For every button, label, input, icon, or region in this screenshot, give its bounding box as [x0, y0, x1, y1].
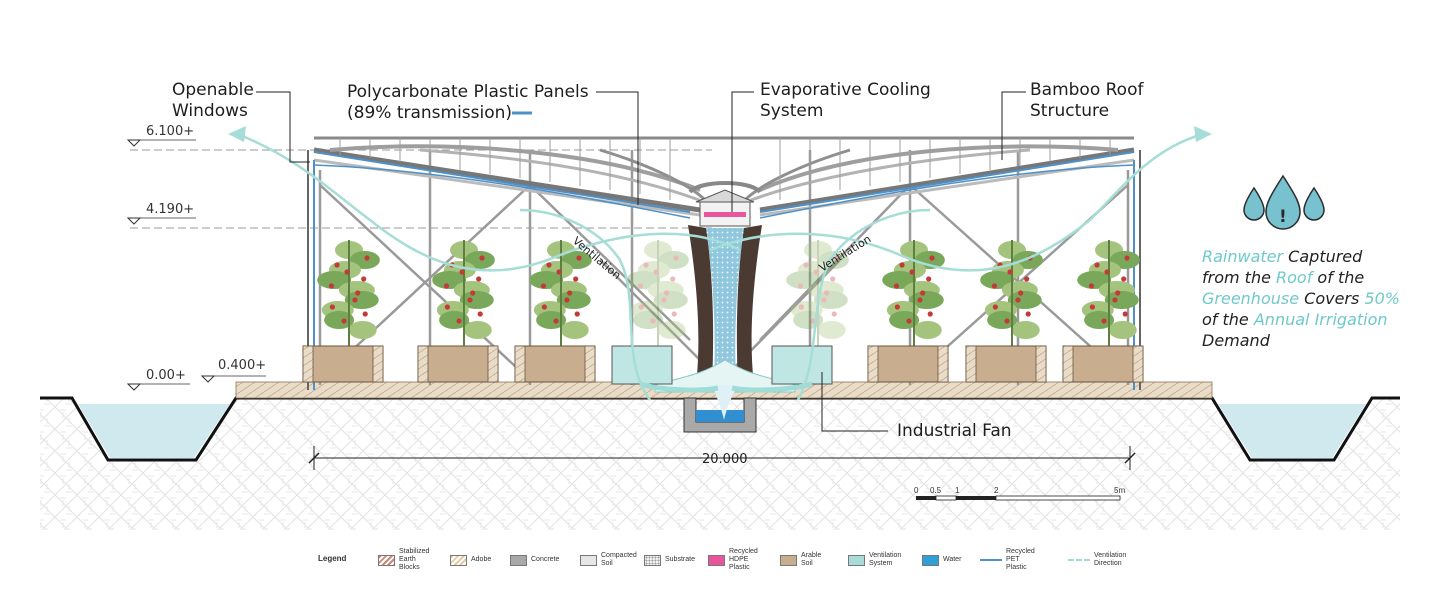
level-6100: 6.100+ [146, 124, 195, 139]
fan-pit [683, 397, 757, 433]
polycarbonate-panels-label: Polycarbonate Plastic Panels [347, 82, 589, 102]
legend-swatch [450, 554, 467, 566]
legend-swatch [1068, 559, 1090, 561]
planter-with-plant [965, 240, 1047, 383]
legend-swatch [510, 554, 527, 566]
pit-water [696, 410, 744, 422]
legend-label: Arable Soil [801, 552, 822, 567]
level-marker-4190 [126, 217, 142, 225]
legend-label: Ventilation System [869, 552, 902, 567]
legend-label: Compacted Soil [601, 552, 637, 567]
legend-swatch [980, 559, 1002, 561]
scale-bar [916, 495, 1121, 501]
legend-swatch [708, 554, 725, 566]
cooling-tower [654, 189, 796, 420]
left-vent-box [611, 345, 673, 385]
legend-item: Compacted Soil [580, 548, 637, 572]
legend-label: Concrete [531, 556, 560, 563]
legend-item: Ventilation System [848, 548, 901, 572]
raindrop-icons [1243, 174, 1325, 230]
scale-label-2: 2 [994, 486, 999, 495]
planters [302, 240, 1144, 383]
legend-item: Substrate [644, 548, 695, 572]
legend-swatch [644, 554, 661, 566]
scale-label-1: 1 [955, 486, 960, 495]
vent-arrow-left [228, 126, 246, 142]
legend-item: Water [922, 548, 961, 572]
right-vent-box [771, 345, 833, 385]
planter-with-plant [867, 240, 949, 383]
planter-with-plant [302, 240, 384, 383]
right-pond [1218, 404, 1366, 458]
rain-part: Rainwater [1202, 247, 1284, 266]
planter-with-plant [417, 240, 499, 383]
rain-part: Covers [1299, 289, 1365, 308]
planter-with-plant [786, 240, 849, 346]
legend-swatch [780, 554, 797, 566]
legend-label: Adobe [471, 556, 492, 563]
legend-item: Recycled PET Plastic [980, 548, 1035, 572]
legend-item: Ventilation Direction [1068, 548, 1126, 572]
rain-part: of the [1202, 310, 1254, 329]
planter-with-plant [1062, 240, 1144, 383]
level-4190: 4.190+ [146, 202, 195, 217]
leader-lines [256, 91, 1026, 432]
rain-part: Annual Irrigation [1253, 310, 1388, 329]
rain-part: Captured from the [1202, 247, 1363, 287]
scale-label-5m: 5m [1114, 486, 1126, 495]
scale-label-0: 0 [914, 486, 919, 495]
legend-item: Adobe [450, 548, 491, 572]
rain-part: Greenhouse [1202, 289, 1300, 308]
transmission-label: (89% transmission) [347, 103, 513, 123]
industrial-fan-label: Industrial Fan [897, 421, 1012, 441]
dimension-slash-left [308, 452, 320, 464]
legend-label: Ventilation Direction [1094, 552, 1127, 567]
openable-windows-label: Openable Windows [172, 80, 254, 121]
left-pond [78, 404, 230, 458]
level-marker-400 [200, 375, 216, 383]
rain-part: Roof [1276, 268, 1313, 287]
legend-swatch [378, 554, 395, 566]
rainwater-statement: Rainwater Captured from the Roof of the … [1202, 246, 1402, 351]
bamboo-roof-label: Bamboo Roof Structure [1030, 80, 1144, 121]
legend-item: Stabilized Earth Blocks [378, 548, 429, 572]
exclamation-icon: ! [1279, 207, 1287, 227]
rain-part: Demand [1202, 331, 1270, 350]
planter-with-plant [514, 240, 596, 383]
evaporative-cooling-label: Evaporative Cooling System [760, 80, 931, 121]
level-marker-000 [126, 383, 142, 391]
ventilation-flow [239, 133, 1201, 401]
legend-item: Recycled HDPE Plastic [708, 548, 758, 572]
level-000: 0.00+ [146, 368, 186, 383]
legend-item: Arable Soil [780, 548, 821, 572]
legend-label: Water [943, 556, 962, 563]
level-400: 0.400+ [218, 358, 267, 373]
rain-part: 50% [1364, 289, 1400, 308]
legend-label: Recycled PET Plastic [1006, 548, 1035, 571]
planter-with-plant [626, 240, 689, 346]
dimension-slash-right [1124, 452, 1136, 464]
vent-arrow-right [1194, 126, 1212, 142]
legend-swatch [848, 554, 865, 566]
legend-title: Legend [318, 554, 347, 563]
legend-label: Stabilized Earth Blocks [399, 548, 430, 571]
level-marker-6100 [126, 139, 142, 147]
legend-item: Concrete [510, 548, 559, 572]
legend-swatch [580, 554, 597, 566]
legend-label: Substrate [665, 556, 695, 563]
legend-swatch [922, 554, 939, 566]
scale-label-05: 0.5 [930, 486, 942, 495]
span-dimension: 20.000 [702, 452, 748, 467]
vent-duct-left [639, 381, 719, 393]
rain-part: of the [1312, 268, 1365, 287]
legend-label: Recycled HDPE Plastic [729, 548, 758, 571]
